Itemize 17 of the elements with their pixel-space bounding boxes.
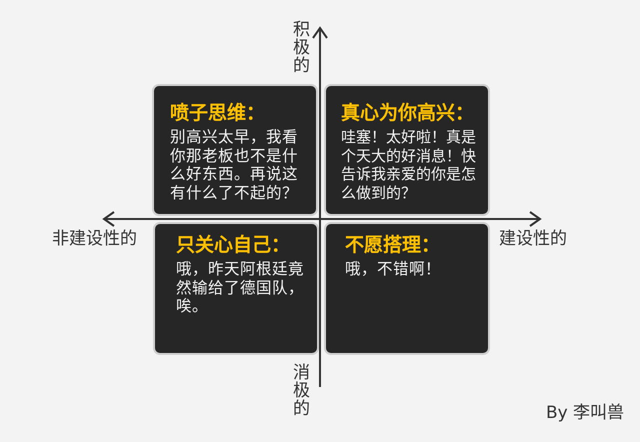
quadrant-card	[153, 222, 319, 355]
quadrant-text: 哦，昨天阿根廷竟然输给了德国队，唉。	[176, 260, 305, 316]
quadrant-heading: 只关心自己：	[176, 233, 290, 257]
quadrant-heading: 不愿搭理：	[345, 233, 440, 257]
quadrant-heading: 真心为你高兴：	[341, 101, 474, 125]
axis-label: 消极的	[293, 364, 310, 418]
quadrant-text: 别高兴太早，我看你那老板也不是什么好东西。再说这有什么了不起的？	[170, 128, 299, 202]
quadrant-text: 哦，不错啊！	[345, 260, 442, 278]
axis-label: 建设性的	[499, 230, 567, 249]
quadrant-card	[324, 84, 490, 216]
quadrant-text: 哇塞！太好啦！真是个天大的好消息！快告诉我亲爱的你是怎么做到的？	[341, 128, 477, 202]
axis-label: 积极的	[293, 21, 310, 75]
quadrant-card	[152, 84, 318, 216]
author-credit: By 李叫兽	[546, 404, 624, 423]
quadrant-card	[324, 222, 490, 355]
axis-label: 非建设性的	[52, 230, 137, 249]
quadrant-heading: 喷子思维：	[170, 101, 265, 125]
